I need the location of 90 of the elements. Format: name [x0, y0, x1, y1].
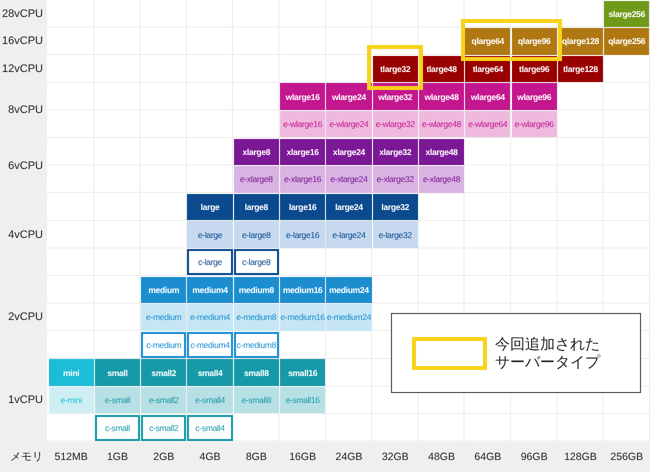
server-type-cell: e-small2: [141, 386, 186, 414]
memory-label: 512MB: [54, 450, 89, 464]
server-type-cell: large8: [234, 194, 279, 220]
memory-label: 48GB: [427, 450, 456, 464]
server-type-cell: c-medium8: [234, 332, 279, 358]
server-type-cell: wlarge16: [280, 83, 326, 110]
server-type-cell: small: [94, 359, 140, 386]
cpu-label: 2vCPU: [7, 310, 43, 324]
cpu-label: 16vCPU: [1, 34, 43, 48]
server-type-cell: wlarge48: [418, 83, 464, 110]
cpu-label: 1vCPU: [7, 393, 43, 408]
server-type-cell: small2: [141, 359, 186, 386]
server-type-cell: e-wlarge64: [465, 110, 510, 138]
server-type-cell: e-large8: [234, 221, 279, 248]
server-type-cell: medium4: [187, 276, 233, 304]
server-type-cell: e-medium16: [280, 304, 326, 331]
server-type-cell: e-small8: [234, 386, 279, 414]
memory-label: 256GB: [609, 450, 644, 464]
server-type-cell: qlarge64: [465, 28, 510, 55]
memory-header: メモリ: [9, 450, 43, 464]
server-type-cell: tlarge128: [558, 56, 604, 82]
server-type-cell: e-medium24: [326, 304, 372, 331]
server-type-cell: e-wlarge32: [372, 110, 418, 138]
server-type-cell: xlarge48: [418, 138, 464, 166]
server-type-cell: e-small4: [187, 386, 233, 414]
server-type-cell: e-large16: [280, 221, 326, 248]
server-type-cell: e-xlarge24: [326, 166, 372, 193]
server-type-cell: e-small16: [280, 386, 326, 414]
server-type-cell: e-large32: [372, 221, 418, 248]
server-type-cell: c-small: [94, 414, 140, 442]
server-type-cell: e-medium: [141, 304, 186, 331]
memory-label: 2GB: [152, 450, 176, 464]
server-type-cell: e-small: [94, 386, 140, 414]
server-type-cell: e-xlarge48: [418, 166, 464, 193]
legend-text: 今回追加されたサーバータイプ: [495, 335, 602, 371]
server-type-cell: e-xlarge32: [372, 166, 418, 193]
server-type-cell: qlarge256: [604, 28, 650, 55]
memory-label: 96GB: [520, 450, 549, 464]
server-type-cell: c-medium4: [187, 332, 233, 358]
server-type-cell: c-large8: [234, 248, 279, 276]
server-type-cell: small16: [280, 359, 326, 386]
server-type-cell: e-wlarge48: [418, 110, 464, 138]
server-type-cell: medium8: [234, 276, 279, 304]
server-type-cell: medium24: [326, 276, 372, 304]
server-type-cell: wlarge64: [465, 83, 510, 110]
memory-label: 32GB: [380, 450, 410, 464]
server-type-cell: large32: [372, 194, 418, 220]
memory-label: 128GB: [563, 450, 598, 464]
server-type-cell: mini: [48, 359, 94, 386]
memory-label: 64GB: [473, 450, 502, 464]
server-type-cell: xlarge24: [326, 138, 372, 166]
memory-label: 16GB: [288, 450, 318, 464]
server-type-cell: c-small2: [141, 414, 186, 442]
cpu-label: 28vCPU: [1, 6, 43, 21]
memory-label: 24GB: [334, 450, 364, 464]
server-type-cell: e-xlarge8: [234, 166, 279, 193]
server-type-cell: e-mini: [48, 386, 94, 414]
server-type-cell: e-medium8: [234, 304, 279, 331]
server-type-cell: wlarge96: [512, 83, 557, 110]
server-type-cell: medium16: [280, 276, 326, 304]
server-type-cell: small4: [187, 359, 233, 386]
server-type-cell: large24: [326, 194, 372, 220]
cpu-label: 12vCPU: [1, 62, 43, 76]
server-type-cell: c-medium: [141, 332, 186, 358]
server-type-cell: e-medium4: [187, 304, 233, 331]
server-type-cell: e-large: [187, 221, 233, 248]
server-type-cell: c-small4: [187, 414, 233, 442]
server-type-cell: xlarge32: [372, 138, 418, 166]
memory-label: 1GB: [106, 450, 129, 464]
cpu-label: 4vCPU: [7, 228, 43, 242]
cpu-label: 6vCPU: [7, 158, 43, 173]
server-type-cell: qlarge96: [512, 28, 557, 55]
server-type-cell: e-wlarge16: [280, 110, 326, 138]
server-type-cell: tlarge32: [372, 56, 418, 82]
server-type-cell: xlarge16: [280, 138, 326, 166]
server-type-cell: e-xlarge16: [280, 166, 326, 193]
server-type-cell: large16: [280, 194, 326, 220]
server-type-cell: small8: [234, 359, 279, 386]
server-type-cell: large: [187, 194, 233, 220]
server-type-cell: medium: [141, 276, 186, 304]
server-type-cell: e-wlarge96: [512, 110, 557, 138]
memory-label: 8GB: [244, 450, 268, 464]
server-type-cell: slarge256: [604, 0, 650, 28]
server-type-cell: e-wlarge24: [326, 110, 372, 138]
server-type-cell: xlarge8: [234, 138, 279, 166]
server-type-cell: c-large: [187, 248, 233, 276]
server-type-cell: e-large24: [326, 221, 372, 248]
server-type-cell: wlarge24: [326, 83, 372, 110]
memory-label: 4GB: [198, 450, 222, 464]
cpu-label: 8vCPU: [7, 103, 43, 118]
